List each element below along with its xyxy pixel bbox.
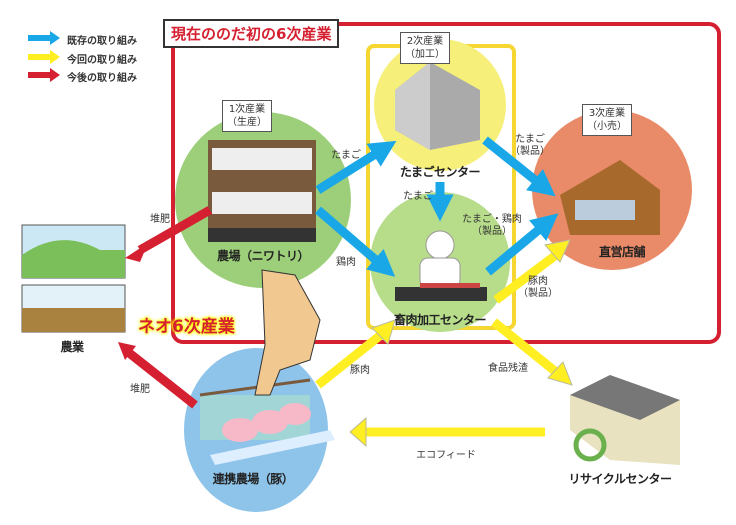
arrow-farm-to-egg [315, 140, 397, 194]
flow-pork: 豚肉 [350, 365, 370, 376]
current-title: 現在ののだ初の6次産業 [163, 19, 340, 48]
pig-farm-label: 連携農場（豚） [212, 472, 294, 486]
agriculture-label: 農業 [60, 340, 84, 354]
meat-center-label: 畜肉加工センター [393, 313, 487, 327]
pig-pen-illustration [199, 378, 335, 465]
flow-compost-1: 堆肥 [150, 214, 170, 225]
flow-arrows [125, 136, 563, 437]
arrow-heads [118, 239, 573, 448]
current-frame [171, 22, 721, 344]
legend-current: 今回の取り組み [67, 55, 137, 66]
arrow-farm-to-meat [315, 206, 396, 277]
arrow-meat-to-store-pork [493, 248, 563, 304]
store-building [560, 160, 660, 235]
flow-food-waste: 食品残渣 [488, 363, 528, 374]
flow-compost-2: 堆肥 [130, 384, 150, 395]
chicken-cage-illustration [208, 140, 316, 242]
flow-chicken: 鶏肉 [336, 257, 356, 268]
chicken-farm-label: 農場（ニワトリ） [216, 249, 310, 263]
arrow-farm-to-agri [137, 206, 213, 254]
arrow-meat-to-recycle [491, 318, 559, 376]
tertiary-stage-label: 3次産業（小売） [582, 104, 632, 136]
legend-future: 今後の取り組み [67, 73, 137, 84]
flow-egg-product: たまご（製品） [510, 134, 550, 157]
rice-field-picture [21, 224, 126, 279]
arrow-egg-to-store [482, 136, 556, 197]
arrow-pig-to-meat [315, 330, 385, 389]
secondary-stage-label: 2次産業（加工） [400, 32, 450, 64]
worker-illustration [395, 230, 487, 301]
legend-existing: 既存の取り組み [67, 36, 137, 47]
store-label: 直営店舗 [598, 245, 646, 259]
flow-egg-2: たまご [403, 191, 433, 202]
primary-stage-label: 1次産業（生産） [222, 100, 272, 132]
egg-center-building [395, 62, 480, 150]
flow-egg-chicken-product: たまご・鶏肉（製品） [462, 214, 522, 237]
arrow-meat-to-store [485, 213, 559, 276]
handshake-illustration [254, 269, 321, 396]
neo-title: ネオ6次産業 [138, 317, 235, 337]
recycle-center-building [570, 375, 680, 465]
recycle-center-label: リサイクルセンター [568, 472, 672, 486]
flow-ecofeed: エコフィード [416, 450, 476, 461]
legend-arrows [28, 31, 60, 82]
arrow-pig-to-agri [125, 348, 198, 409]
crop-field-picture [21, 284, 126, 333]
egg-center-label: たまごセンター [399, 165, 481, 179]
flow-egg: たまご [331, 150, 361, 161]
flow-pork-product: 豚肉（製品） [518, 276, 558, 299]
